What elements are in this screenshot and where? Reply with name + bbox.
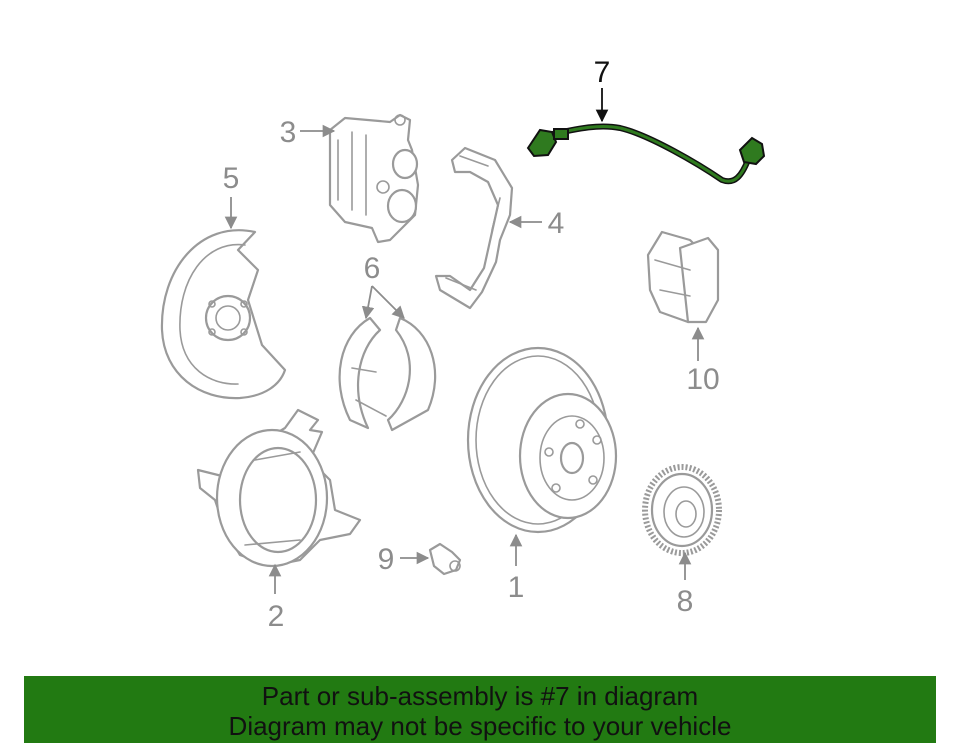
part-5-dust-shield[interactable] (160, 229, 287, 400)
info-banner: Part or sub-assembly is #7 in diagram Di… (24, 676, 936, 743)
banner-line-part-number: Part or sub-assembly is #7 in diagram (261, 681, 699, 711)
part-6-parking-brake-shoes[interactable] (338, 316, 437, 432)
leader-6a (361, 285, 375, 320)
callout-6[interactable]: 6 (364, 252, 381, 285)
part-2-backing-plate[interactable] (196, 408, 362, 568)
part-1-brake-rotor[interactable] (466, 346, 618, 534)
callout-8[interactable]: 8 (677, 585, 694, 618)
part-10-brake-pads[interactable] (646, 230, 720, 324)
part-8-tone-ring[interactable] (642, 464, 722, 556)
part-4-caliper-bracket[interactable] (434, 146, 514, 310)
part-7-abs-sensor-harness[interactable] (526, 123, 766, 185)
part-9-sensor-bolt[interactable] (428, 542, 462, 576)
callout-10[interactable]: 10 (686, 363, 719, 396)
part-3-brake-caliper[interactable] (328, 113, 420, 244)
callout-7[interactable]: 7 (594, 56, 611, 89)
callout-2[interactable]: 2 (268, 600, 285, 633)
callout-9[interactable]: 9 (378, 543, 395, 576)
callout-4[interactable]: 4 (548, 207, 565, 240)
leader-6b (371, 285, 405, 319)
callout-3[interactable]: 3 (280, 116, 297, 149)
banner-line-disclaimer: Diagram may not be specific to your vehi… (228, 711, 732, 741)
callout-1[interactable]: 1 (508, 571, 525, 604)
callout-5[interactable]: 5 (223, 162, 240, 195)
